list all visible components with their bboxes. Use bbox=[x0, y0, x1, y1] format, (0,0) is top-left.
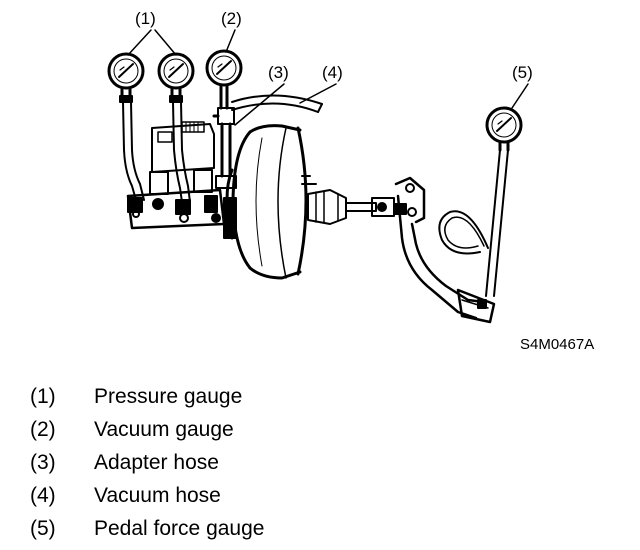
brake-booster-test-diagram: (1) (2) (3) (4) (5) bbox=[107, 9, 594, 353]
legend-number: (5) bbox=[30, 516, 56, 540]
pressure-hoses bbox=[122, 101, 191, 203]
legend-label: Adapter hose bbox=[94, 450, 219, 474]
pressure-gauge-right bbox=[157, 52, 195, 103]
legend-item: (3) Adapter hose bbox=[30, 446, 590, 479]
brake-booster bbox=[223, 124, 308, 280]
legend: (1) Pressure gauge (2) Vacuum gauge (3) … bbox=[30, 380, 590, 545]
booster-pushrod bbox=[301, 175, 407, 225]
legend-number: (1) bbox=[30, 384, 56, 408]
legend-number: (2) bbox=[30, 417, 56, 441]
callout-3: (3) bbox=[268, 63, 289, 82]
legend-item: (5) Pedal force gauge bbox=[30, 512, 590, 545]
pedal-force-gauge bbox=[438, 106, 523, 297]
legend-item: (4) Vacuum hose bbox=[30, 479, 590, 512]
pressure-gauge-left bbox=[107, 52, 145, 103]
legend-item: (2) Vacuum gauge bbox=[30, 413, 590, 446]
legend-item: (1) Pressure gauge bbox=[30, 380, 590, 413]
legend-label: Vacuum gauge bbox=[94, 417, 234, 441]
adapter-hose bbox=[212, 107, 237, 189]
brake-pedal bbox=[394, 176, 496, 324]
callout-4: (4) bbox=[322, 63, 343, 82]
legend-number: (4) bbox=[30, 483, 56, 507]
master-cylinder bbox=[126, 121, 226, 230]
vacuum-gauge bbox=[205, 49, 243, 110]
legend-label: Pressure gauge bbox=[94, 384, 243, 408]
callout-5: (5) bbox=[512, 63, 533, 82]
leader-lines bbox=[127, 29, 529, 126]
legend-number: (3) bbox=[30, 450, 56, 474]
figure-id: S4M0467A bbox=[520, 336, 594, 353]
callout-2: (2) bbox=[221, 9, 242, 28]
vacuum-hose bbox=[231, 94, 323, 113]
callout-1: (1) bbox=[135, 9, 156, 28]
legend-label: Vacuum hose bbox=[94, 483, 221, 507]
legend-label: Pedal force gauge bbox=[94, 516, 265, 540]
